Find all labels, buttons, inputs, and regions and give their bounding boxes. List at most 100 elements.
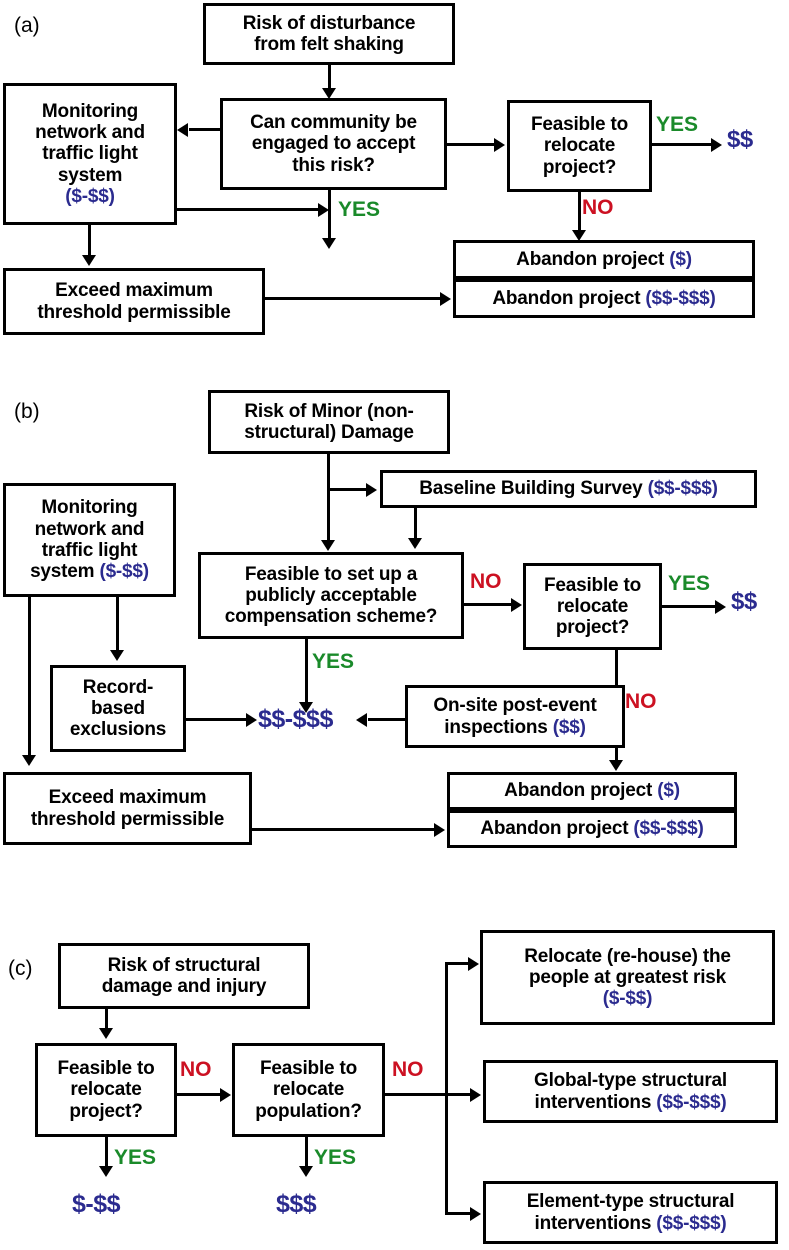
- arrowhead-feasible-project-c-yes: [99, 1166, 113, 1177]
- arrowhead-exceed-a-to-abandon: [440, 292, 451, 306]
- record-line1: Record-: [82, 676, 154, 698]
- connector-feasible-a-no: [578, 192, 581, 234]
- abandon-a1-cost: ($): [669, 248, 692, 270]
- record-line2: based: [91, 697, 145, 719]
- element-line1: Element-type structural: [526, 1191, 735, 1213]
- label-yes-population-c: YES: [314, 1146, 357, 1169]
- element-cost: ($$-$$$): [656, 1212, 727, 1234]
- arrowhead-feasible-b-yes: [715, 600, 726, 614]
- box-element-type-interventions: Element-type structural interventions ($…: [483, 1181, 778, 1244]
- money-project-c: $-$$: [72, 1190, 121, 1218]
- arrowhead-monitoring-a-to-exceed: [82, 255, 96, 266]
- arrowhead-risk-minor-to-baseline: [366, 483, 377, 497]
- community-line3: this risk?: [292, 154, 375, 176]
- connector-compensation-yes: [305, 639, 308, 705]
- arrowhead-feasible-a-no: [572, 230, 586, 241]
- box-monitoring-network-b: Monitoring network and traffic light sys…: [3, 483, 176, 597]
- panel-label-a: (a): [14, 14, 40, 37]
- label-yes-community: YES: [338, 198, 381, 221]
- money-relocate-b: $$: [731, 588, 757, 615]
- connector-feasible-population-c-yes: [305, 1137, 308, 1169]
- connector-exceed-a-to-abandon: [265, 297, 441, 300]
- box-record-based-exclusions: Record- based exclusions: [50, 665, 186, 752]
- abandon-b1-text: Abandon project: [504, 780, 658, 802]
- label-yes-relocate-a: YES: [656, 113, 699, 136]
- box-abandon-project-expensive-b: Abandon project ($$-$$$): [447, 810, 737, 848]
- panel-label-b: (b): [14, 400, 40, 423]
- community-line2: engaged to accept: [251, 133, 416, 155]
- feasible-b-line2: relocate: [556, 595, 629, 617]
- monitoring-b-line2: network and: [34, 518, 145, 540]
- risk-minor-line1: Risk of Minor (non-: [244, 400, 414, 422]
- box-abandon-project-cheap-b: Abandon project ($): [447, 772, 737, 810]
- risk-structural-line1: Risk of structural: [107, 954, 261, 976]
- arrowhead-feasible-b-no: [609, 760, 623, 771]
- monitoring-a-cost: ($-$$): [65, 185, 115, 207]
- connector-baseline-to-compensation: [414, 508, 417, 540]
- monitoring-b-cost: ($-$$): [99, 561, 149, 583]
- box-baseline-building-survey: Baseline Building Survey ($$-$$$): [380, 470, 757, 508]
- feasible-project-c-line2: relocate: [70, 1079, 142, 1101]
- connector-feasible-project-c-no: [177, 1093, 221, 1096]
- arrowhead-bus-to-global: [470, 1088, 481, 1102]
- connector-community-to-feasible-a: [447, 143, 495, 146]
- box-risk-structural-damage: Risk of structural damage and injury: [58, 943, 310, 1009]
- exceed-a-line2: threshold permissible: [37, 301, 231, 323]
- monitoring-a-line1: Monitoring: [41, 100, 139, 122]
- box-feasible-relocate-project-c: Feasible to relocate project?: [35, 1043, 177, 1137]
- box-feasible-relocate-project-b: Feasible to relocate project?: [523, 563, 662, 650]
- onsite-line2: inspections: [444, 716, 553, 738]
- box-feasible-relocate-population-c: Feasible to relocate population?: [232, 1043, 385, 1137]
- arrowhead-feasible-a-yes: [711, 138, 722, 152]
- compensation-line3: compensation scheme?: [224, 606, 438, 628]
- abandon-a2-cost: ($$-$$$): [645, 287, 716, 309]
- exceed-a-line1: Exceed maximum: [55, 280, 213, 302]
- connector-feasible-a-yes: [652, 143, 713, 146]
- connector-bus-to-rehouse: [445, 962, 471, 965]
- connector-feasible-b-yes: [662, 605, 717, 608]
- exceed-b-line1: Exceed maximum: [48, 787, 207, 809]
- connector-risk-minor-to-baseline: [327, 488, 367, 491]
- arrowhead-community-to-feasible-a: [494, 138, 505, 152]
- arrowhead-exceed-b-to-abandon: [434, 823, 445, 837]
- rehouse-line1: Relocate (re-house) the: [524, 945, 731, 967]
- connector-monitoring-a-to-exceed: [88, 225, 91, 258]
- arrowhead-risk-minor-to-compensation: [321, 540, 335, 551]
- connector-risk-structural-down: [105, 1009, 108, 1031]
- feasible-a-line2: relocate: [543, 135, 616, 157]
- connector-monitoring-a-to-yes: [177, 208, 322, 211]
- connector-community-yes: [328, 190, 331, 242]
- monitoring-b-line1: Monitoring: [41, 497, 138, 519]
- connector-risk-minor-down: [327, 454, 330, 544]
- panel-label-c: (c): [8, 957, 33, 980]
- global-line2: interventions: [534, 1091, 657, 1113]
- money-compensation-output: $$-$$$: [258, 705, 333, 733]
- connector-bus-to-element: [445, 1212, 473, 1215]
- connector-feasible-project-c-yes: [105, 1137, 108, 1169]
- feasible-b-line1: Feasible to: [543, 574, 642, 596]
- baseline-text: Baseline Building Survey: [419, 478, 648, 500]
- connector-bus-vertical-c: [445, 962, 448, 1215]
- arrowhead-baseline-to-compensation: [408, 538, 422, 549]
- label-no-compensation: NO: [470, 570, 502, 593]
- arrowhead-compensation-no: [511, 598, 522, 612]
- feasible-project-c-line1: Feasible to: [57, 1058, 155, 1080]
- box-global-type-interventions: Global-type structural interventions ($$…: [483, 1060, 778, 1123]
- connector-compensation-no: [464, 603, 512, 606]
- arrowhead-community-to-monitoring: [177, 123, 188, 137]
- connector-exceed-b-to-abandon: [252, 828, 435, 831]
- arrowhead-monitoring-b-to-record: [110, 650, 124, 661]
- feasible-project-c-line3: project?: [69, 1100, 143, 1122]
- monitoring-a-line2: network and: [35, 122, 145, 144]
- box-risk-minor-damage: Risk of Minor (non- structural) Damage: [208, 390, 450, 454]
- connector-onsite-to-money: [368, 718, 408, 721]
- label-yes-relocate-b: YES: [668, 572, 711, 595]
- arrowhead-record-to-money: [246, 713, 257, 727]
- abandon-b2-text: Abandon project: [480, 818, 634, 840]
- label-no-relocate-a: NO: [582, 196, 614, 219]
- arrowhead-risk-to-community: [322, 88, 336, 99]
- label-no-population-c: NO: [392, 1058, 424, 1081]
- arrowhead-risk-structural-down: [99, 1028, 113, 1039]
- monitoring-b-line3: traffic light: [41, 540, 138, 561]
- abandon-a1-text: Abandon project: [516, 248, 670, 270]
